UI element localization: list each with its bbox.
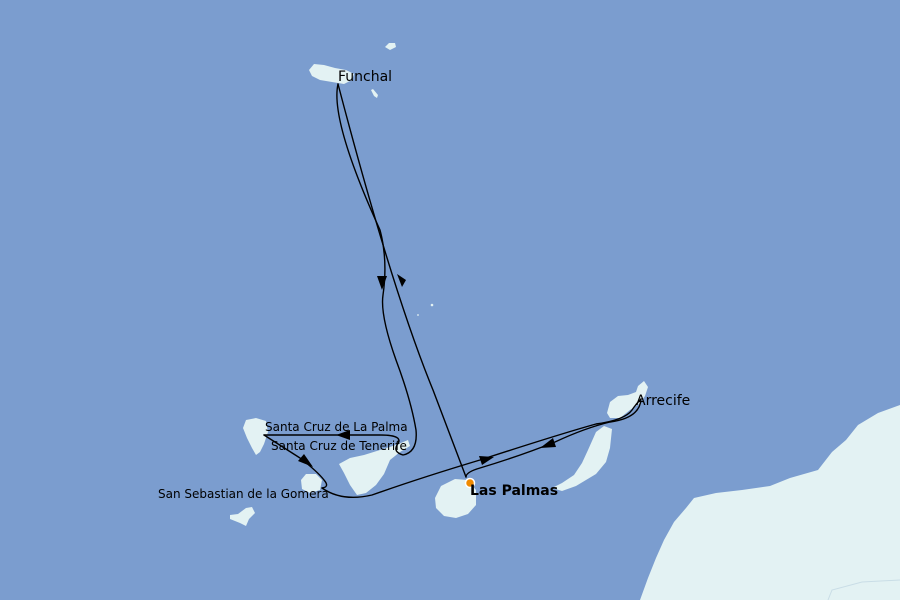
islet-salvagens-1 xyxy=(430,303,434,307)
border-line xyxy=(827,579,900,600)
route-las-palmas-to-funchal xyxy=(337,83,467,478)
port-label-santa-cruz-la-palma: Santa Cruz de La Palma xyxy=(265,420,408,434)
arrowhead-icon xyxy=(397,274,406,287)
port-label-funchal: Funchal xyxy=(338,69,392,85)
island-la-palma xyxy=(243,418,268,455)
arrowhead-icon xyxy=(479,456,494,465)
island-lanzarote xyxy=(607,381,648,418)
arrowhead-icon xyxy=(336,430,350,440)
port-label-arrecife: Arrecife xyxy=(636,393,690,409)
island-el-hierro xyxy=(230,507,255,526)
port-label-san-sebastian-gomera: San Sebastian de la Gomera xyxy=(158,487,329,501)
african-coast xyxy=(640,405,900,600)
island-porto-santo xyxy=(385,43,396,50)
direction-arrows xyxy=(298,274,556,467)
port-label-las-palmas: Las Palmas xyxy=(470,483,558,499)
arrowhead-icon xyxy=(298,454,313,467)
route-gomera-to-arrecife xyxy=(321,398,642,498)
island-desertas xyxy=(371,89,378,98)
islet-salvagens-2 xyxy=(417,314,419,316)
route-funchal-to-tenerife xyxy=(336,83,417,456)
island-la-gomera xyxy=(301,474,322,493)
circle-marker-icon xyxy=(464,477,476,489)
route-tenerife-to-la-palma xyxy=(263,434,400,446)
cruise-route xyxy=(263,83,642,498)
island-tenerife xyxy=(339,440,410,495)
arrowhead-icon xyxy=(540,438,556,448)
island-gran-canaria xyxy=(435,479,476,518)
port-label-santa-cruz-tenerife: Santa Cruz de Tenerife xyxy=(271,439,407,453)
island-fuerteventura xyxy=(552,426,612,491)
island-madeira xyxy=(309,64,354,84)
route-arrecife-to-las-palmas xyxy=(465,398,642,478)
arrowhead-icon xyxy=(377,276,387,290)
